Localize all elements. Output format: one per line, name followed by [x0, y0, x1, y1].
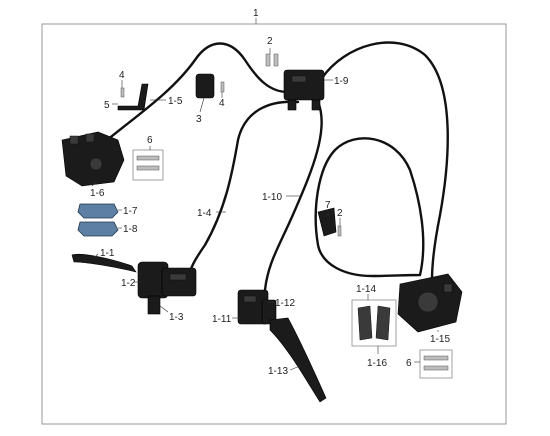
callout-1-13: 1-13 — [268, 366, 288, 377]
leader-1-3 — [159, 305, 169, 313]
callout-1-14: 1-14 — [356, 284, 376, 295]
callout-1-3: 1-3 — [169, 312, 184, 323]
hose-1-5 — [93, 42, 290, 152]
callout-4-mid: 4 — [219, 98, 225, 109]
clip-3 — [195, 73, 215, 99]
callout-1-1: 1-1 — [100, 248, 115, 259]
leader-1-6 — [91, 181, 97, 187]
rear-caliper-1-15 — [397, 273, 463, 333]
hose-rear-upper — [320, 41, 449, 282]
bracket-7 — [317, 207, 337, 237]
callout-3: 3 — [196, 114, 202, 125]
callout-1-16: 1-16 — [367, 358, 387, 369]
callout-7: 7 — [325, 200, 331, 211]
callout-1-6: 1-6 — [90, 188, 105, 199]
bolt-4-left — [120, 87, 125, 98]
hose-rear-loop — [314, 137, 425, 278]
callout-1-15: 1-15 — [430, 334, 450, 345]
bolt-kit-6-left — [132, 149, 164, 181]
bolt-4-mid — [220, 81, 225, 93]
leader-1-13 — [289, 365, 301, 371]
callout-1-11: 1-11 — [212, 314, 232, 325]
hose-1-4 — [188, 100, 300, 274]
hose-1-10 — [263, 100, 323, 292]
callout-1-8: 1-8 — [123, 224, 138, 235]
bracket-5 — [117, 83, 149, 111]
callout-1-7: 1-7 — [123, 206, 138, 217]
master-cylinder-1-11 — [237, 289, 277, 325]
callout-1-4: 1-4 — [197, 208, 212, 219]
leader-3 — [199, 97, 205, 113]
callout-2-top: 2 — [267, 36, 273, 47]
callout-1-10: 1-10 — [262, 192, 282, 203]
callout-5: 5 — [104, 100, 110, 111]
callout-4-left: 4 — [119, 70, 125, 81]
master-cylinder-1-2 — [137, 261, 197, 315]
bolt-2-right — [337, 225, 342, 237]
callout-1-5: 1-5 — [168, 96, 183, 107]
master-cylinder-1-9 — [283, 69, 325, 111]
callout-1-2: 1-2 — [121, 278, 136, 289]
callout-6-right: 6 — [406, 358, 412, 369]
pad-1-7 — [77, 203, 119, 219]
leader-1-1 — [93, 253, 99, 259]
lever-1-1 — [71, 253, 137, 273]
pad-kit-1-14 — [351, 299, 397, 347]
screws-2-top — [265, 53, 279, 67]
bolt-kit-6-right — [419, 349, 453, 379]
callout-2-right: 2 — [337, 208, 343, 219]
callout-1-9: 1-9 — [334, 76, 349, 87]
lever-1-13 — [269, 317, 327, 403]
callout-1: 1 — [253, 8, 259, 19]
callout-6-left: 6 — [147, 135, 153, 146]
callout-1-12: 1-12 — [275, 298, 295, 309]
front-caliper-1-6 — [61, 131, 125, 187]
pad-1-8 — [77, 221, 119, 237]
